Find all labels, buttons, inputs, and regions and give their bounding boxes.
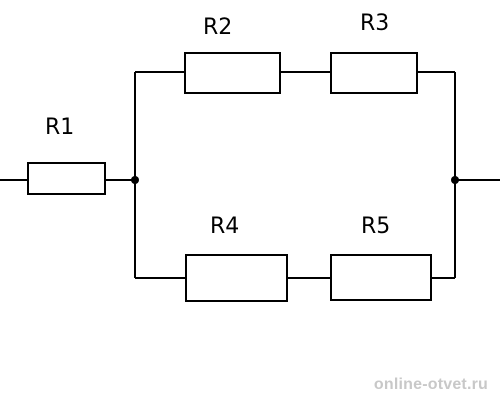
resistor-r4-body (185, 254, 288, 302)
resistor-r2: R2 (184, 15, 281, 94)
resistor-r5: R5 (330, 214, 432, 301)
resistor-r5-body (330, 254, 432, 301)
junction-left (131, 176, 139, 184)
resistor-r3: R3 (330, 11, 418, 94)
resistor-r4: R4 (185, 214, 288, 302)
resistor-r1: R1 (27, 115, 106, 195)
wires (0, 71, 500, 279)
resistor-r4-label: R4 (210, 214, 239, 239)
junction-right (451, 176, 459, 184)
resistor-r2-body (184, 52, 281, 94)
resistor-r1-label: R1 (45, 115, 74, 140)
resistor-r5-label: R5 (361, 214, 390, 239)
resistor-r2-label: R2 (203, 15, 232, 40)
watermark-text: online-otvet.ru (373, 376, 488, 393)
resistor-r1-body (27, 162, 106, 195)
resistor-r3-body (330, 52, 418, 94)
resistor-r3-label: R3 (360, 11, 389, 36)
